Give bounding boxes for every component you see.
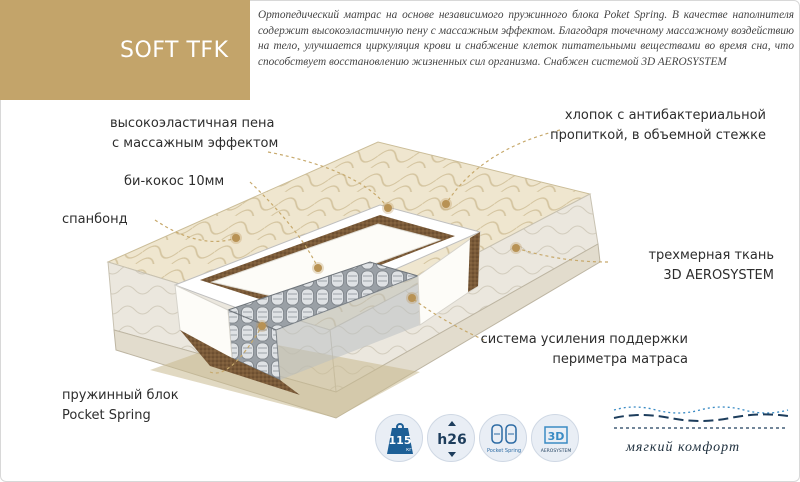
svg-text:кг: кг [406,447,412,453]
weight-badge: 115 кг [375,414,423,462]
foam-layer-inner [210,223,442,299]
svg-text:115: 115 [389,434,412,447]
aerosystem-badge: 3D AEROSYSTEM [531,414,579,462]
feature-badges: 115 кг h26 Pocket Spring 3D AEROSYSTEM [375,414,579,470]
marker-dot-spunbond [232,234,240,242]
leader-lines [154,129,609,374]
svg-text:AEROSYSTEM: AEROSYSTEM [541,448,572,454]
comfort-label: мягкий комфорт [626,440,741,455]
marker-dot-foam [384,204,392,212]
svg-text:Pocket Spring: Pocket Spring [487,448,521,454]
label-foam: высокоэластичная пена с массажным эффект… [110,116,279,151]
title-block: SOFT TFK [0,0,250,100]
label-fabric: трехмерная ткань 3D AEROSYSTEM [648,248,774,283]
spring-badge: Pocket Spring [479,414,527,462]
label-spunbond: спанбонд [62,212,128,227]
label-cotton: хлопок с антибактериальной пропиткой, в … [550,108,766,143]
svg-text:h26: h26 [437,432,466,448]
comfort-level: мягкий комфорт [610,402,795,462]
product-description: Ортопедический матрас на основе независи… [258,9,794,68]
marker-dot-pocket [258,322,266,330]
marker-dot-cotton [442,200,450,208]
weight-icon: 115 кг [387,423,413,454]
spring-icon: Pocket Spring [487,424,521,454]
height-icon: h26 [437,421,467,457]
label-pocket-spring: пружинный блок Pocket Spring [62,388,179,423]
product-title: SOFT TFK [120,38,229,63]
marker-dot-perimeter [408,294,416,302]
marker-dot-fabric [512,244,520,252]
label-perimeter: система усиления поддержки периметра мат… [480,332,688,367]
svg-text:3D: 3D [548,430,565,443]
wave-icon [613,406,789,429]
height-badge: h26 [427,414,475,462]
aerosystem-icon: 3D AEROSYSTEM [541,426,572,454]
label-coconut: би-кокос 10мм [124,174,225,189]
marker-dot-coconut [314,264,322,272]
